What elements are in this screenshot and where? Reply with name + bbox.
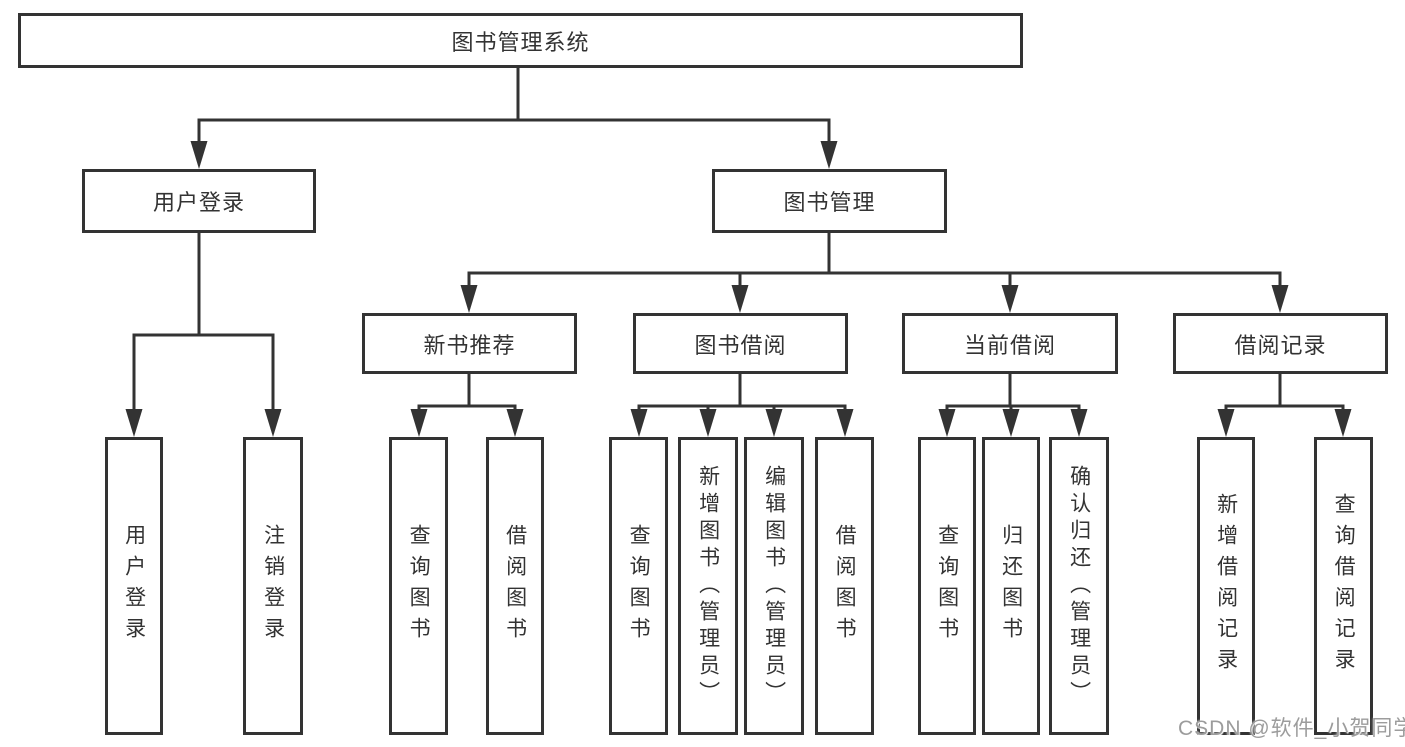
leaf-query-books-2-label: 查询图书 <box>627 524 651 648</box>
node-book-management: 图书管理 <box>712 169 947 233</box>
leaf-query-borrow-record: 查询借阅记录 <box>1314 437 1373 735</box>
leaf-query-books-2: 查询图书 <box>609 437 668 735</box>
leaf-borrow-books-1: 借阅图书 <box>486 437 544 735</box>
node-book-management-system: 图书管理系统 <box>18 13 1023 68</box>
leaf-query-books-3-label: 查询图书 <box>935 524 959 648</box>
leaf-user-login-label: 用户登录 <box>122 524 146 648</box>
leaf-add-books-admin: 新增图书（管理员） <box>678 437 738 735</box>
leaf-add-borrow-record: 新增借阅记录 <box>1197 437 1255 735</box>
leaf-user-login: 用户登录 <box>105 437 163 735</box>
leaf-edit-books-admin-label: 编辑图书（管理员） <box>762 464 786 708</box>
leaf-confirm-return-admin-label: 确认归还（管理员） <box>1067 464 1091 708</box>
leaf-query-books-3: 查询图书 <box>918 437 976 735</box>
leaf-confirm-return-admin: 确认归还（管理员） <box>1049 437 1109 735</box>
leaf-query-books-1-label: 查询图书 <box>407 524 431 648</box>
node-borrowing-records: 借阅记录 <box>1173 313 1388 374</box>
leaf-borrow-books-2-label: 借阅图书 <box>833 524 857 648</box>
leaf-borrow-books-2: 借阅图书 <box>815 437 874 735</box>
leaf-add-books-admin-label: 新增图书（管理员） <box>696 464 720 708</box>
node-new-book-recommend: 新书推荐 <box>362 313 577 374</box>
leaf-return-books: 归还图书 <box>982 437 1040 735</box>
leaf-query-borrow-record-label: 查询借阅记录 <box>1332 493 1356 679</box>
leaf-add-borrow-record-label: 新增借阅记录 <box>1214 493 1238 679</box>
leaf-borrow-books-1-label: 借阅图书 <box>503 524 527 648</box>
node-user-login: 用户登录 <box>82 169 316 233</box>
leaf-logout: 注销登录 <box>243 437 303 735</box>
leaf-return-books-label: 归还图书 <box>999 524 1023 648</box>
node-book-borrowing: 图书借阅 <box>633 313 848 374</box>
leaf-edit-books-admin: 编辑图书（管理员） <box>744 437 804 735</box>
leaf-logout-label: 注销登录 <box>261 524 285 648</box>
csdn-watermark: CSDN @软件_小贺同学 <box>1178 717 1405 740</box>
node-current-borrowing: 当前借阅 <box>902 313 1118 374</box>
leaf-query-books-1: 查询图书 <box>389 437 448 735</box>
